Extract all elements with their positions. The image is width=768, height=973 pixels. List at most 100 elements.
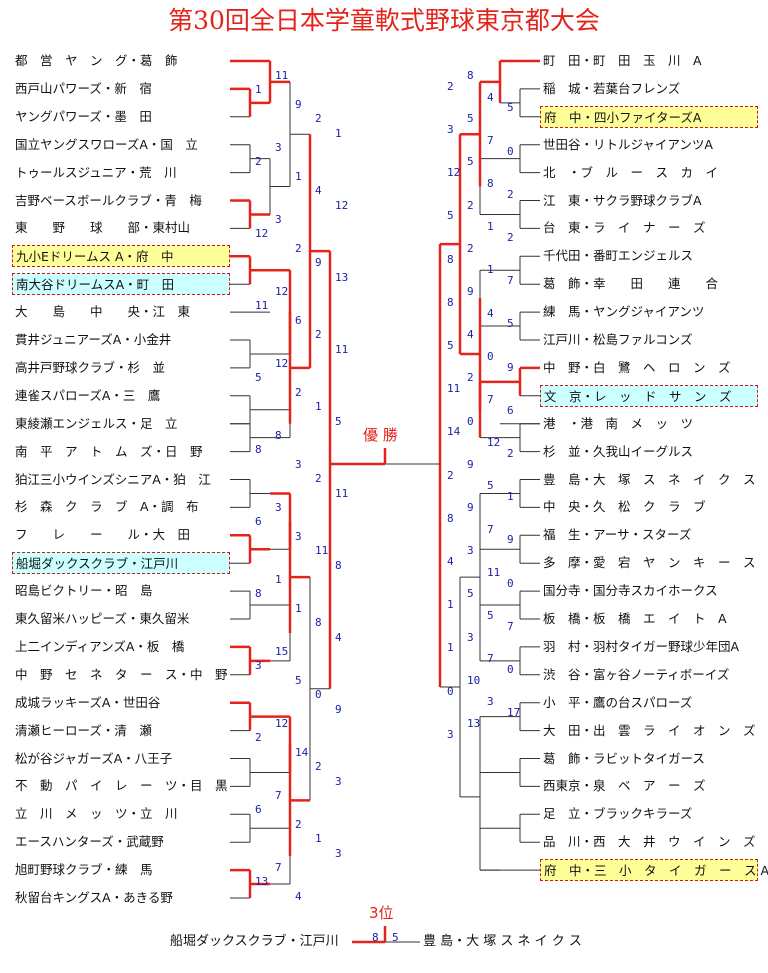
team-left: 貫井ジュニアーズA・小金井 (15, 332, 172, 347)
match-score: 1 (447, 598, 454, 612)
match-score: 9 (295, 97, 302, 111)
match-score: 2 (295, 385, 302, 399)
match-score: 2 (467, 198, 474, 212)
match-score: 1 (315, 400, 322, 414)
match-score: 5 (255, 371, 262, 385)
match-score: 1 (447, 641, 454, 655)
team-left: 東久留米ハッピーズ・東久留米 (15, 611, 190, 626)
match-score: 4 (467, 328, 474, 342)
match-score: 0 (507, 144, 514, 158)
match-score: 12 (335, 198, 349, 212)
match-score: 2 (295, 817, 302, 831)
team-right: 府 中・四小ファイターズA (540, 105, 758, 128)
match-score: 11 (275, 69, 289, 82)
match-score: 1 (275, 573, 282, 586)
match-score: 5 (447, 209, 454, 223)
team-left: 旭町野球クラブ・練 馬 (15, 862, 153, 878)
match-score: 11 (447, 382, 461, 396)
match-score: 7 (507, 619, 514, 633)
match-score: 2 (255, 155, 262, 169)
match-score: 12 (447, 166, 461, 180)
team-left: 成城ラッキーズA・世田谷 (15, 694, 161, 710)
match-score: 0 (467, 414, 474, 428)
team-right: 国分寺・国分寺スカイホークス (543, 583, 718, 599)
match-score: 4 (487, 306, 494, 320)
team-right: 福 生・アーサ・スターズ (543, 527, 692, 543)
match-score: 3 (275, 141, 282, 154)
match-score: 11 (335, 342, 349, 356)
match-score: 12 (275, 717, 289, 730)
match-score: 8 (255, 443, 262, 457)
team-left: 秋留台キングスA・あきる野 (15, 890, 173, 905)
team-left: 南大谷ドリームスA・町 田 (12, 273, 230, 296)
team-right: 杉 並・久我山イーグルス (543, 443, 694, 459)
match-score: 2 (467, 371, 474, 385)
match-score: 9 (467, 457, 474, 471)
match-score: 9 (467, 501, 474, 514)
match-score: 1 (487, 220, 494, 234)
match-score: 12 (255, 227, 269, 241)
match-score: 2 (507, 187, 514, 201)
match-score: 1 (507, 490, 514, 504)
match-score: 7 (487, 133, 494, 147)
match-score: 8 (315, 616, 322, 630)
team-right: 葛 飾・ラビットタイガース (543, 750, 705, 766)
match-score: 3 (295, 457, 302, 471)
third-place-left-score: 8 (372, 931, 379, 944)
team-right: 大 田・出 雲 ラ イ オ ン ズ (543, 722, 756, 738)
team-right: 練 馬・ヤングジャイアンツ (543, 304, 705, 320)
match-score: 3 (335, 774, 342, 788)
match-score: 1 (255, 83, 262, 97)
match-score: 2 (507, 447, 514, 460)
match-score: 7 (487, 522, 494, 536)
page-title: 第30回全日本学童軟式野球東京都大会 (168, 6, 600, 35)
team-left: 杉 森 ク ラ ブ A・調 布 (15, 499, 199, 515)
match-score: 8 (255, 587, 262, 601)
match-score: 5 (487, 609, 494, 622)
team-left: 狛江三小ウインズシニアA・狛 江 (15, 471, 211, 487)
team-left: ヤングパワーズ・墨 田 (15, 108, 152, 124)
team-right: 港 ・港 南 メ ッ ツ (543, 415, 694, 431)
team-left: 西戸山パワーズ・新 宿 (15, 80, 152, 96)
team-left: 国立ヤングスワローズA・国 立 (15, 136, 198, 152)
team-left: 連雀スパローズA・三 鷹 (15, 387, 161, 403)
match-score: 11 (335, 486, 349, 500)
match-score: 2 (447, 468, 454, 482)
match-score: 11 (255, 299, 269, 313)
match-score: 5 (335, 414, 342, 428)
third-place-label: 3位 (369, 904, 394, 922)
match-score: 3 (255, 659, 262, 673)
match-score: 7 (487, 393, 494, 406)
team-right: 渋 谷・富ヶ谷ノーティボーイズ (543, 666, 730, 682)
match-score: 9 (467, 285, 474, 298)
match-score: 8 (447, 295, 454, 309)
match-score: 0 (507, 576, 514, 590)
match-score: 7 (507, 274, 514, 288)
team-right: 文 京・レ ッ ド サ ン ズ (540, 384, 758, 407)
match-score: 6 (507, 403, 514, 417)
team-right: 西東京・泉 ベ ア ー ズ (543, 778, 706, 794)
team-right: 千代田・番町エンジェルス (543, 248, 694, 264)
match-score: 8 (487, 177, 494, 190)
match-score: 4 (487, 90, 494, 104)
match-score: 13 (467, 717, 481, 730)
team-right: 中 央・久 松 ク ラ ブ (543, 499, 706, 515)
match-score: 4 (295, 889, 302, 903)
team-left: エースハンターズ・武蔵野 (15, 834, 164, 850)
match-score: 0 (487, 349, 494, 363)
match-score: 7 (275, 861, 282, 874)
team-left: 大 島 中 央・江 東 (15, 304, 191, 320)
team-left: 都 営 ヤ ン グ・葛 飾 (15, 53, 178, 68)
team-right: 多 摩・愛 宕 ヤ ン キ ー ス (543, 555, 756, 571)
match-score: 12 (487, 436, 501, 450)
match-score: 2 (315, 472, 322, 486)
match-score: 3 (487, 695, 494, 709)
team-left: 松が谷ジャガーズA・八王子 (15, 750, 173, 766)
match-score: 8 (447, 511, 454, 525)
match-score: 1 (335, 126, 342, 140)
match-score: 13 (335, 270, 349, 284)
team-right: 稲 城・若葉台フレンズ (543, 80, 681, 96)
team-left: 昭島ビクトリー・昭 島 (15, 583, 153, 599)
team-left: トゥールスジュニア・荒 川 (15, 164, 177, 180)
